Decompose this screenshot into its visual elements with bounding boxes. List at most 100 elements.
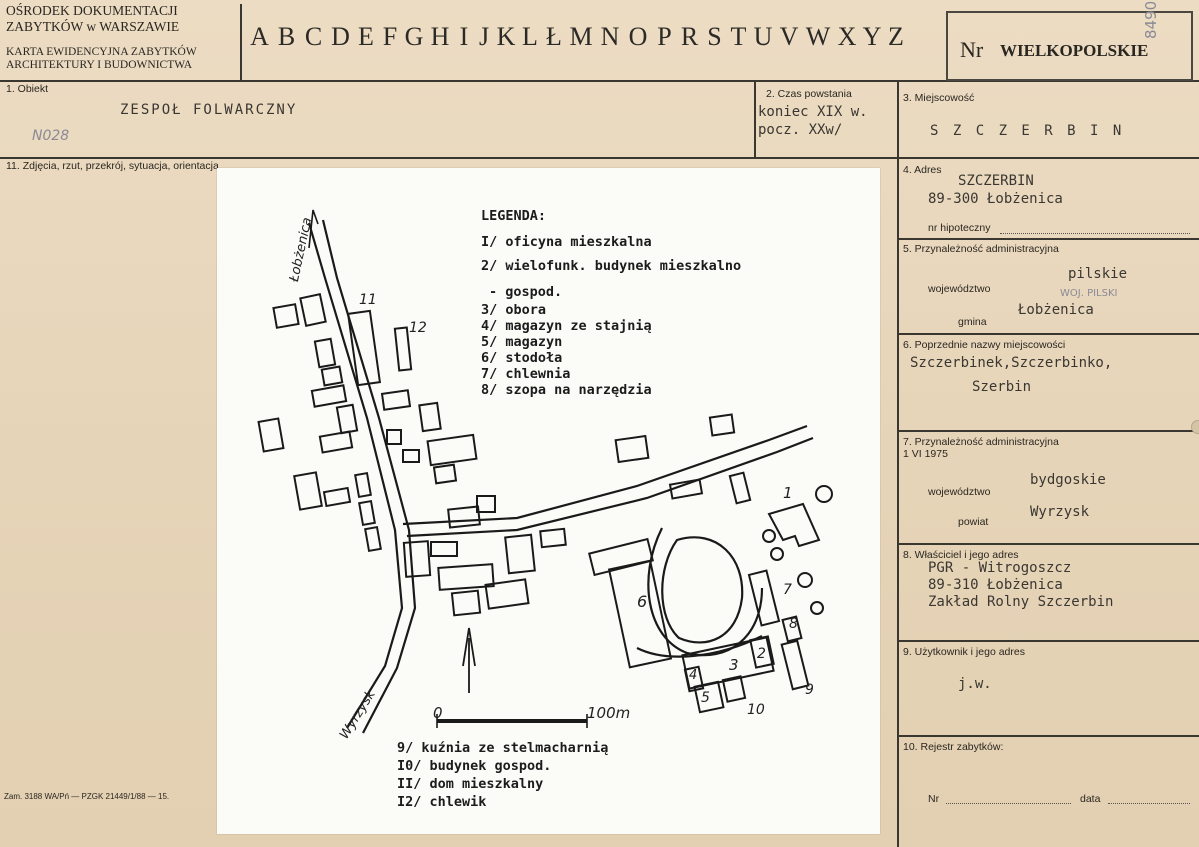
institution-line1: OŚRODEK DOKUMENTACJI bbox=[6, 3, 178, 18]
rejestr-nr-label: Nr bbox=[928, 793, 940, 805]
adres-line1: SZCZERBIN bbox=[958, 173, 1034, 189]
index-letter: Y bbox=[862, 22, 882, 51]
przyn75-label: 7. Przynależność administracyjna bbox=[903, 436, 1059, 448]
right-rule-6 bbox=[897, 333, 1199, 335]
legend-bottom-11: II/ dom mieszkalny bbox=[397, 776, 544, 792]
pencil-number: 8490 bbox=[1142, 0, 1160, 39]
legend-item-8: 8/ szopa na narzędzia bbox=[481, 382, 652, 398]
index-letter: R bbox=[680, 22, 699, 51]
map-label-10: 10 bbox=[747, 702, 765, 718]
poprz-line1: Szczerbinek,Szczerbinko, bbox=[910, 355, 1113, 371]
map-label-1: 1 bbox=[783, 484, 793, 502]
przyn-label: 5. Przynależność administracyjna bbox=[903, 243, 1059, 255]
map-label-7: 7 bbox=[783, 582, 792, 598]
gmina-label: gmina bbox=[958, 316, 987, 328]
map-label-4: 4 bbox=[689, 668, 698, 683]
map-label-3: 3 bbox=[729, 656, 739, 674]
map-label-2: 2 bbox=[757, 646, 766, 662]
card-type-line1: KARTA EWIDENCYJNA ZABYTKÓW bbox=[6, 46, 197, 58]
wlasciciel-line3: Zakład Rolny Szczerbin bbox=[928, 594, 1114, 610]
legend-bottom-9: 9/ kuźnia ze stelmacharnią bbox=[397, 740, 609, 756]
index-letter: N bbox=[600, 22, 620, 51]
woj-value: pilskie bbox=[1068, 266, 1128, 282]
powiat-value: Wyrzysk bbox=[1030, 504, 1090, 520]
legend-item-1: I/ oficyna mieszkalna bbox=[481, 234, 652, 250]
index-letter: V bbox=[779, 22, 799, 51]
index-letter: J bbox=[478, 22, 490, 51]
index-letter: D bbox=[331, 22, 350, 51]
legend-item-7: 7/ chlewnia bbox=[481, 366, 571, 382]
col-czas-left bbox=[754, 82, 756, 158]
legend-item-3: 3/ obora bbox=[481, 302, 547, 318]
map-label-12: 12 bbox=[409, 320, 427, 336]
uzytkownik-label: 9. Użytkownik i jego adres bbox=[903, 646, 1025, 658]
woj75-value: bydgoskie bbox=[1030, 472, 1106, 488]
woj75-label: województwo bbox=[928, 486, 991, 498]
rejestr-label: 10. Rejestr zabytków: bbox=[903, 741, 1004, 753]
index-letter: P bbox=[657, 22, 672, 51]
wlasciciel-line1: PGR - Witrogoszcz bbox=[928, 560, 1072, 576]
uzytkownik-value: j.w. bbox=[958, 676, 992, 692]
miejscowosc-value: S Z C Z E R B I N bbox=[930, 123, 1125, 139]
legend-item-2: 2/ wielofunk. budynek mieszkalno bbox=[481, 258, 742, 274]
index-letter: M bbox=[569, 22, 593, 51]
legend-bottom-10: I0/ budynek gospod. bbox=[397, 758, 552, 774]
wlasciciel-line2: 89-310 Łobżenica bbox=[928, 577, 1063, 593]
index-letter: X bbox=[837, 22, 857, 51]
row1-bottom bbox=[0, 157, 897, 159]
rejestr-data-dots bbox=[1108, 803, 1190, 805]
index-letter: I bbox=[459, 22, 469, 51]
woj-pencil-note: WOJ. PILSKI bbox=[1060, 288, 1118, 299]
rejestr-data-label: data bbox=[1080, 793, 1101, 805]
punch-hole-top bbox=[1191, 420, 1199, 434]
legend-item-5: 5/ magazyn bbox=[481, 334, 563, 350]
index-letter: Ł bbox=[546, 22, 562, 51]
index-letter: U bbox=[753, 22, 773, 51]
index-letter: F bbox=[382, 22, 398, 51]
right-rule-8 bbox=[897, 543, 1199, 545]
index-letter: K bbox=[496, 22, 516, 51]
right-rule-4 bbox=[897, 157, 1199, 159]
right-rule-9 bbox=[897, 640, 1199, 642]
map-label-9: 9 bbox=[805, 682, 814, 698]
poprz-line2: Szerbin bbox=[972, 379, 1032, 395]
wlasciciel-label: 8. Właściciel i jego adres bbox=[903, 549, 1019, 561]
index-letter: S bbox=[707, 22, 722, 51]
index-letter: A bbox=[250, 22, 269, 51]
map-label-5: 5 bbox=[701, 690, 710, 706]
index-letter: L bbox=[522, 22, 538, 51]
card-type-line2: ARCHITEKTURY I BUDOWNICTWA bbox=[6, 59, 193, 71]
powiat-label: powiat bbox=[958, 516, 989, 528]
index-letter: Z bbox=[888, 22, 904, 51]
obiekt-label: 1. Obiekt bbox=[6, 83, 49, 95]
index-letter: G bbox=[404, 22, 424, 51]
czas-line2: pocz. XXw/ bbox=[758, 122, 843, 138]
gmina-value: Łobżenica bbox=[1018, 302, 1094, 318]
poprz-label: 6. Poprzednie nazwy miejscowości bbox=[903, 339, 1066, 351]
hipoteczny-dots bbox=[1000, 233, 1190, 235]
legend-item-6: 6/ stodoła bbox=[481, 350, 563, 366]
legend-item-2-cont: - gospod. bbox=[489, 284, 563, 300]
right-rule-10 bbox=[897, 735, 1199, 737]
footer-print: Zam. 3188 WA/Pń — PZGK 21449/1/88 — 15. bbox=[4, 792, 170, 801]
index-letter: H bbox=[430, 22, 450, 51]
adres-line2: 89-300 Łobżenica bbox=[928, 191, 1063, 207]
map-label-6: 6 bbox=[637, 592, 648, 611]
czas-line1: koniec XIX w. bbox=[758, 104, 868, 120]
header-divider bbox=[240, 4, 242, 81]
czas-label: 2. Czas powstania bbox=[766, 88, 852, 100]
miejscowosc-label: 3. Miejscowość bbox=[903, 92, 975, 104]
legend-item-4: 4/ magazyn ze stajnią bbox=[481, 318, 652, 334]
index-letter: C bbox=[304, 22, 323, 51]
map-label-8: 8 bbox=[789, 616, 798, 632]
right-rule-5 bbox=[897, 238, 1199, 240]
rejestr-nr-dots bbox=[946, 803, 1071, 805]
scale-start: 0 bbox=[433, 704, 443, 722]
map-label-11: 11 bbox=[359, 292, 377, 308]
index-letter: T bbox=[730, 22, 747, 51]
index-letter: O bbox=[628, 22, 648, 51]
index-letter: E bbox=[358, 22, 374, 51]
nr-value: WIELKOPOLSKIE bbox=[1000, 41, 1149, 60]
